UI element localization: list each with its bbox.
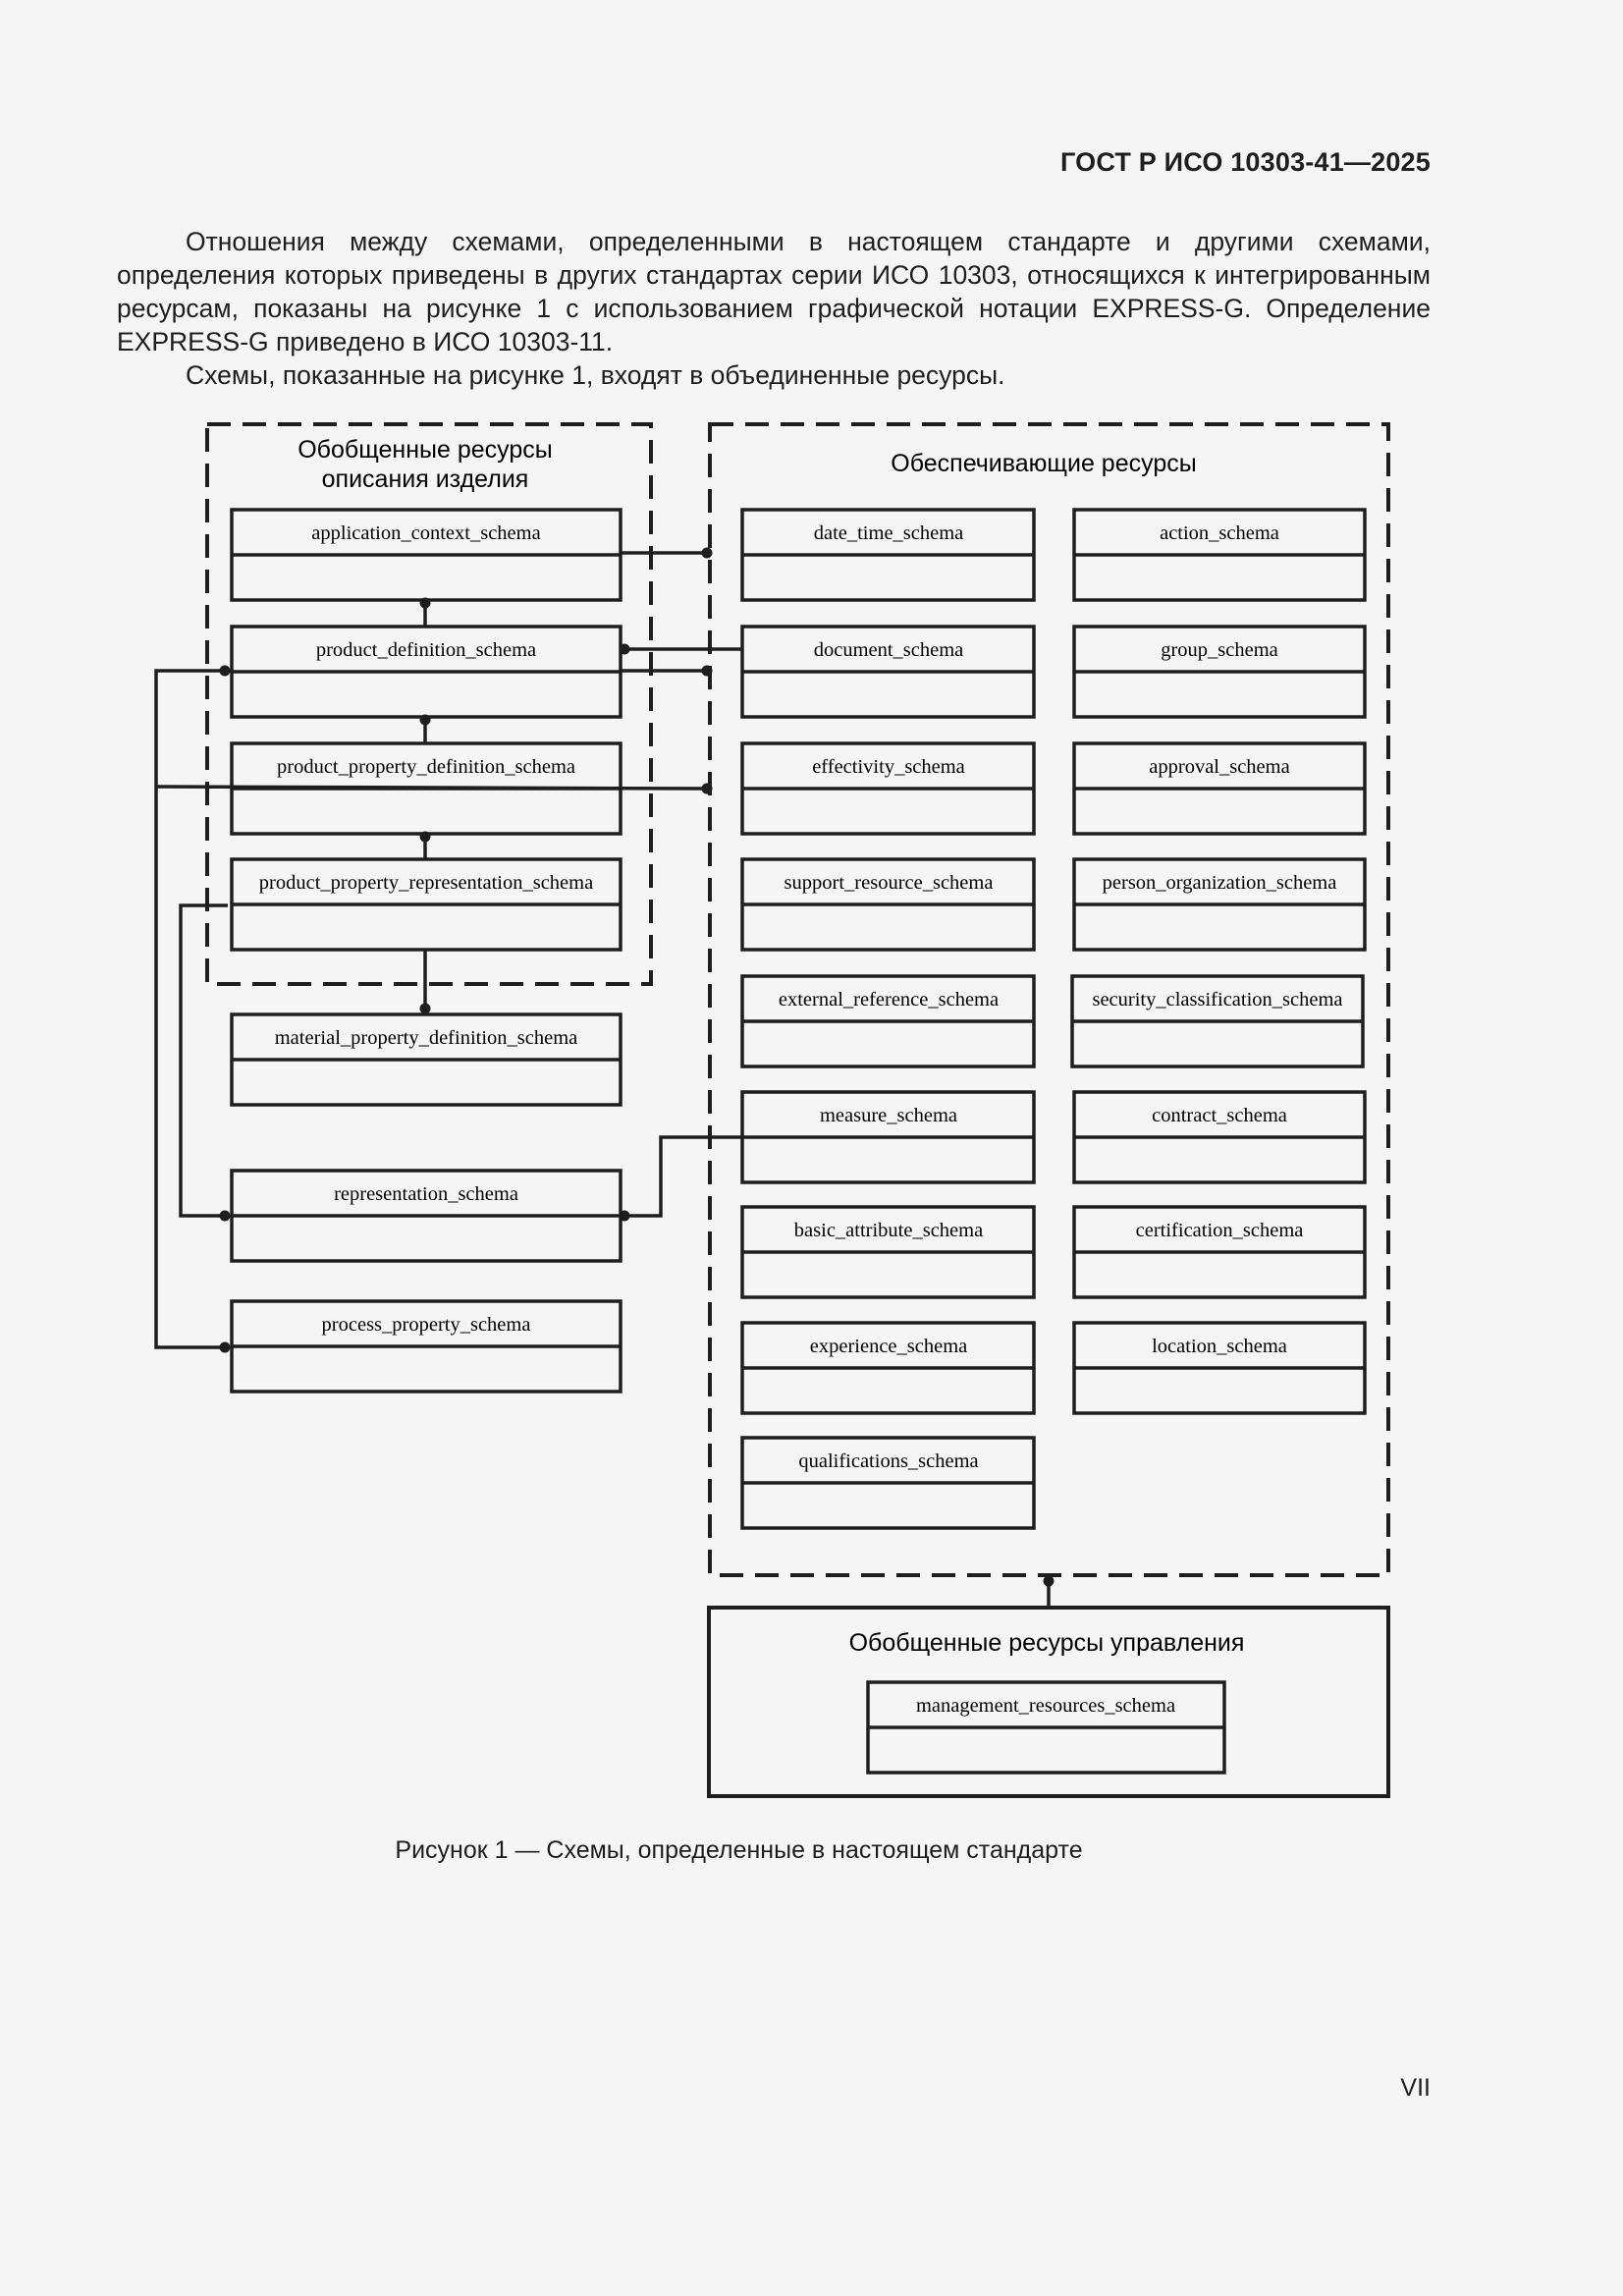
schema-box-security-classification: security_classification_schema bbox=[1070, 974, 1365, 1068]
schema-box-process-property: process_property_schema bbox=[230, 1299, 622, 1394]
schema-label: management_resources_schema bbox=[916, 1695, 1175, 1717]
figure-caption: Рисунок 1 — Схемы, определенные в настоя… bbox=[395, 1836, 1083, 1864]
group-support-title: Обеспечивающие ресурсы bbox=[891, 450, 1196, 477]
schema-box-application-context: application_context_schema bbox=[230, 508, 622, 602]
page-number: VII bbox=[1400, 2074, 1431, 2102]
schema-label: product_definition_schema bbox=[316, 639, 536, 661]
schema-label: external_reference_schema bbox=[779, 989, 999, 1011]
schema-label: date_time_schema bbox=[814, 522, 964, 544]
schema-label: certification_schema bbox=[1136, 1220, 1304, 1241]
schema-label: material_property_definition_schema bbox=[275, 1027, 578, 1049]
schema-box-document: document_schema bbox=[740, 625, 1036, 719]
group-management-title: Обобщенные ресурсы управления bbox=[849, 1629, 1245, 1657]
note-paragraph: Схемы, показанные на рисунке 1, входят в… bbox=[186, 360, 1005, 390]
schema-label: effectivity_schema bbox=[812, 756, 965, 778]
schema-box-product-property-representation: product_property_representation_schema bbox=[230, 857, 622, 952]
group-product-title-line1: Обобщенные ресурсы bbox=[298, 436, 553, 464]
relationship-lines bbox=[154, 551, 1051, 1607]
group-product-description-container bbox=[205, 422, 653, 986]
schema-label: approval_schema bbox=[1149, 756, 1289, 778]
schema-box-certification: certification_schema bbox=[1072, 1205, 1367, 1299]
schema-label: location_schema bbox=[1152, 1336, 1287, 1357]
schema-label: representation_schema bbox=[334, 1183, 518, 1205]
schema-label: application_context_schema bbox=[311, 522, 540, 544]
schema-box-date-time: date_time_schema bbox=[740, 508, 1036, 602]
schema-box-effectivity: effectivity_schema bbox=[740, 741, 1036, 836]
schema-label: group_schema bbox=[1161, 639, 1278, 661]
schema-label: contract_schema bbox=[1152, 1105, 1287, 1126]
schema-label: product_property_definition_schema bbox=[277, 756, 575, 778]
group-product-title-line2: описания изделия bbox=[322, 465, 529, 493]
schema-label: process_property_schema bbox=[322, 1314, 531, 1336]
schema-box-qualifications: qualifications_schema bbox=[740, 1436, 1036, 1530]
schema-box-material-property-definition: material_property_definition_schema bbox=[230, 1012, 622, 1107]
schema-box-product-definition: product_definition_schema bbox=[230, 625, 622, 719]
schema-box-product-property-definition: product_property_definition_schema bbox=[230, 741, 622, 836]
schema-label: basic_attribute_schema bbox=[794, 1220, 983, 1241]
schema-label: support_resource_schema bbox=[784, 872, 994, 894]
intro-paragraph: Отношения между схемами, определенными в… bbox=[117, 227, 1431, 356]
schema-label: document_schema bbox=[814, 639, 964, 661]
schema-box-action: action_schema bbox=[1072, 508, 1367, 602]
schema-box-management-resources: management_resources_schema bbox=[866, 1680, 1226, 1775]
schema-label: product_property_representation_schema bbox=[259, 872, 593, 894]
schema-box-approval: approval_schema bbox=[1072, 741, 1367, 836]
schema-label: qualifications_schema bbox=[798, 1450, 978, 1472]
schema-box-basic-attribute: basic_attribute_schema bbox=[740, 1205, 1036, 1299]
schema-box-group: group_schema bbox=[1072, 625, 1367, 719]
schema-box-person-organization: person_organization_schema bbox=[1072, 857, 1367, 952]
group-management-container bbox=[707, 1606, 1390, 1798]
schema-label: action_schema bbox=[1160, 522, 1279, 544]
schema-label: measure_schema bbox=[820, 1105, 957, 1126]
schema-box-representation: representation_schema bbox=[230, 1169, 622, 1263]
schema-box-location: location_schema bbox=[1072, 1321, 1367, 1415]
group-support-resources-container bbox=[708, 422, 1390, 1577]
schema-label: person_organization_schema bbox=[1103, 872, 1337, 894]
schema-box-experience: experience_schema bbox=[740, 1321, 1036, 1415]
document-code: ГОСТ Р ИСО 10303-41—2025 bbox=[1060, 147, 1431, 177]
schema-label: experience_schema bbox=[810, 1336, 968, 1357]
schema-box-measure: measure_schema bbox=[740, 1090, 1036, 1184]
schema-box-contract: contract_schema bbox=[1072, 1090, 1367, 1184]
schema-box-external-reference: external_reference_schema bbox=[740, 974, 1036, 1068]
schema-box-support-resource: support_resource_schema bbox=[740, 857, 1036, 952]
schema-label: security_classification_schema bbox=[1092, 989, 1342, 1011]
